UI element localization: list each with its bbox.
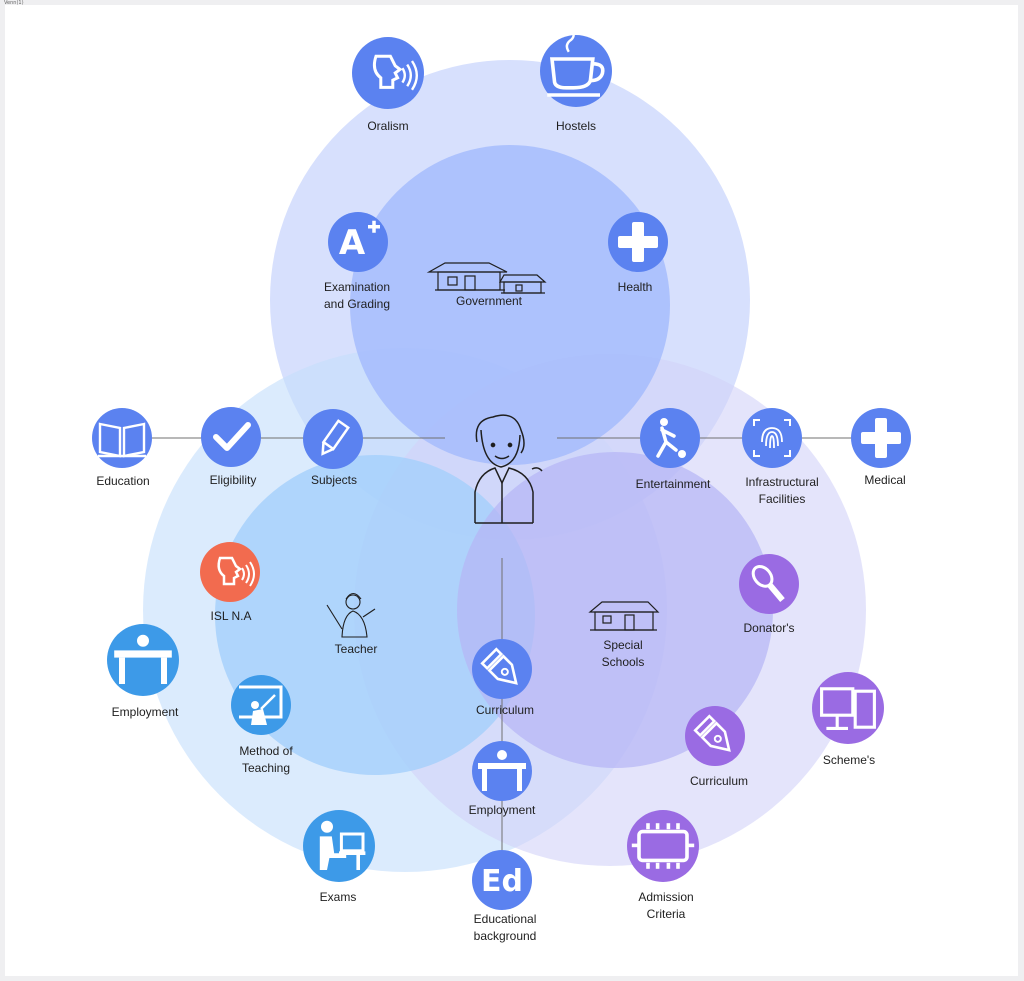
isl-label: ISL N.A (211, 608, 252, 625)
a-plus-icon-text: A (339, 223, 366, 263)
government-label: Government (456, 293, 522, 310)
education-node (92, 408, 152, 468)
admission-node (627, 810, 699, 882)
isl-node (200, 542, 260, 602)
teacher-label: Teacher (335, 641, 378, 658)
subjects-node (303, 409, 363, 469)
health-label: Health (618, 279, 653, 296)
infrastructure-label: Infrastructural Facilities (745, 474, 818, 508)
admission-label: Admission Criteria (638, 889, 693, 923)
employment-center-node (472, 741, 532, 801)
donators-label: Donator's (744, 620, 795, 637)
curriculum-center-label: Curriculum (476, 702, 534, 719)
eligibility-label: Eligibility (210, 472, 257, 489)
entertainment-badge (640, 408, 700, 468)
infrastructure-node (742, 408, 802, 468)
entertainment-label: Entertainment (636, 476, 711, 493)
medical-label: Medical (864, 472, 905, 489)
schemes-label: Scheme's (823, 752, 875, 769)
ed-icon-text: Ed (481, 864, 523, 899)
curriculum-center-node (472, 639, 532, 699)
examination-node: A (328, 212, 388, 272)
hostels-node (540, 30, 612, 107)
schemes-node (812, 672, 884, 744)
curriculum-right-label: Curriculum (690, 773, 748, 790)
exams-node (303, 810, 375, 882)
subjects-badge (303, 409, 363, 469)
education-label: Education (96, 473, 149, 490)
method-label: Method of Teaching (239, 743, 292, 777)
oralism-label: Oralism (367, 118, 408, 135)
curriculum-right-node (685, 706, 745, 766)
isl-badge (200, 542, 260, 602)
employment-center-label: Employment (469, 802, 536, 819)
oralism-badge (352, 37, 424, 109)
special-schools-label: Special Schools (602, 637, 645, 671)
eligibility-badge (201, 407, 261, 467)
method-node (231, 675, 291, 735)
eligibility-node (201, 407, 261, 467)
examination-label: Examination and Grading (324, 279, 390, 313)
entertainment-node (640, 408, 700, 468)
health-node (608, 212, 668, 272)
educational-label: Educational background (474, 911, 537, 945)
hostels-label: Hostels (556, 118, 596, 135)
infrastructure-badge (742, 408, 802, 468)
oralism-node (352, 37, 424, 109)
subjects-label: Subjects (311, 472, 357, 489)
donators-node (739, 554, 799, 614)
employment-left-label: Employment (112, 704, 179, 721)
medical-node (851, 408, 911, 468)
employment-left-badge (107, 624, 179, 696)
venn-diagram: A Ed (5, 5, 1018, 976)
exams-label: Exams (320, 889, 357, 906)
educational-node: Ed (472, 850, 532, 910)
ed-text-icon: Ed (481, 864, 523, 899)
employment-left-node (107, 624, 179, 696)
